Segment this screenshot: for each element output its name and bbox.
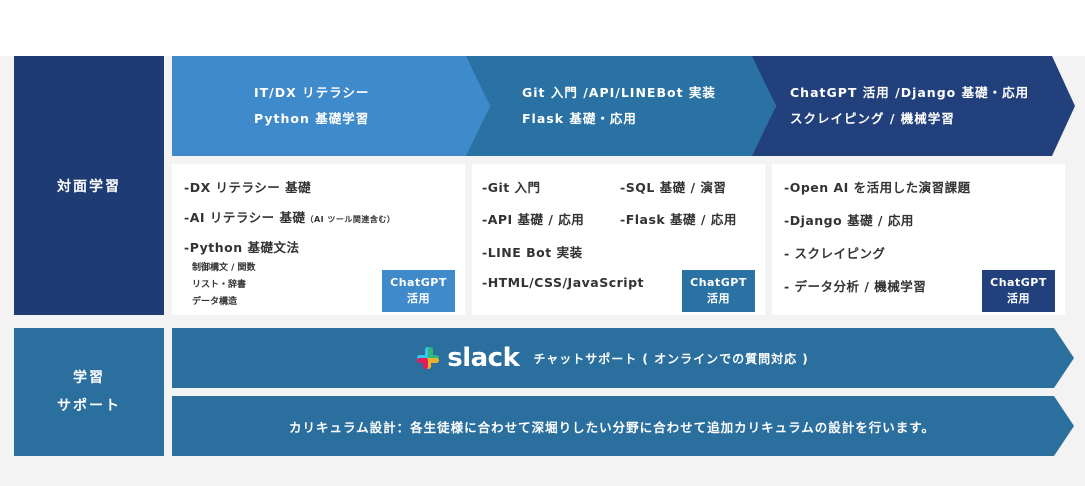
chatgpt-badge-2: ChatGPT 活用 bbox=[682, 270, 755, 312]
col2-item-api: -API 基礎 / 応用 bbox=[482, 212, 585, 227]
curriculum-banner-text: カリキュラム設計：各生徒様に合わせて深堀りしたい分野に合わせて追加カリキュラムの… bbox=[288, 419, 935, 435]
phase-2-arrow: Git 入門 /API/LINEBot 実装 Flask 基礎・応用 bbox=[466, 56, 776, 156]
slack-wordmark: slack bbox=[447, 343, 520, 373]
phase-3-card: -Open AI を活用した演習課題 -Django 基礎 / 応用 - スクレ… bbox=[772, 164, 1065, 315]
chatgpt-badge-1-line2: 活用 bbox=[407, 292, 430, 305]
col2-item-flask: -Flask 基礎 / 応用 bbox=[620, 212, 737, 227]
col3-item-openai: -Open AI を活用した演習課題 bbox=[784, 180, 971, 195]
slack-banner-text: チャットサポート ( オンラインでの質問対応 ) bbox=[533, 351, 809, 366]
col2-item-git: -Git 入門 bbox=[482, 180, 541, 195]
col1-item-python: -Python 基礎文法 bbox=[184, 240, 300, 255]
side-label-in-person-text: 対面学習 bbox=[57, 178, 121, 195]
slack-banner-content: slack チャットサポート ( オンラインでの質問対応 ) bbox=[172, 328, 1052, 388]
side-label-support-line1: 学習 bbox=[73, 370, 105, 386]
col3-item-scraping: - スクレイピング bbox=[784, 246, 886, 261]
col1-sub-data: データ構造 bbox=[192, 297, 238, 307]
col1-item-ai-literacy: -AI リテラシー 基礎（AI ツール関連含む） bbox=[184, 207, 395, 226]
chatgpt-badge-3-line1: ChatGPT bbox=[990, 276, 1047, 289]
slack-logo-icon bbox=[415, 345, 441, 371]
phase-1-line1: IT/DX リテラシー bbox=[254, 85, 370, 100]
col3-item-django: -Django 基礎 / 応用 bbox=[784, 213, 914, 228]
chatgpt-badge-3-line2: 活用 bbox=[1007, 292, 1030, 305]
col1-item-ai-literacy-text: -AI リテラシー 基礎 bbox=[184, 210, 306, 225]
side-label-support-line2: サポート bbox=[57, 398, 121, 414]
side-label-in-person: 対面学習 bbox=[14, 56, 164, 315]
chatgpt-badge-1-line1: ChatGPT bbox=[390, 276, 447, 289]
col1-sub-control: 制御構文 / 関数 bbox=[192, 263, 256, 273]
phase-2-line1: Git 入門 /API/LINEBot 実装 bbox=[522, 85, 716, 100]
col3-item-analysis: - データ分析 / 機械学習 bbox=[784, 279, 927, 294]
col2-item-web: -HTML/CSS/JavaScript bbox=[482, 275, 645, 290]
phase-3-arrow: ChatGPT 活用 /Django 基礎・応用 スクレイピング / 機械学習 bbox=[752, 56, 1075, 156]
col1-sub-list: リスト・辞書 bbox=[192, 280, 247, 290]
phase-3-line1: ChatGPT 活用 /Django 基礎・応用 bbox=[790, 85, 1030, 100]
col1-item-ai-literacy-note: （AI ツール関連含む） bbox=[305, 215, 396, 224]
side-label-support: 学習 サポート bbox=[14, 328, 164, 456]
curriculum-design-banner: カリキュラム設計：各生徒様に合わせて深堀りしたい分野に合わせて追加カリキュラムの… bbox=[172, 396, 1074, 456]
col2-item-linebot: -LINE Bot 実装 bbox=[482, 245, 583, 260]
chatgpt-badge-1: ChatGPT 活用 bbox=[382, 270, 455, 312]
top-whitespace bbox=[0, 0, 1085, 56]
slack-support-banner: slack チャットサポート ( オンラインでの質問対応 ) bbox=[172, 328, 1074, 388]
phase-2-card: -Git 入門 -SQL 基礎 / 演習 -API 基礎 / 応用 -Flask… bbox=[472, 164, 765, 315]
phase-3-line2: スクレイピング / 機械学習 bbox=[790, 111, 955, 126]
chatgpt-badge-3: ChatGPT 活用 bbox=[982, 270, 1055, 312]
col2-item-sql: -SQL 基礎 / 演習 bbox=[620, 180, 727, 195]
chatgpt-badge-2-line2: 活用 bbox=[707, 292, 730, 305]
phase-2-line2: Flask 基礎・応用 bbox=[522, 111, 637, 126]
col1-item-dx-literacy: -DX リテラシー 基礎 bbox=[184, 180, 312, 195]
chatgpt-badge-2-line1: ChatGPT bbox=[690, 276, 747, 289]
phase-1-card: -DX リテラシー 基礎 -AI リテラシー 基礎（AI ツール関連含む） -P… bbox=[172, 164, 465, 315]
phase-1-line2: Python 基礎学習 bbox=[254, 111, 370, 126]
phase-1-arrow: IT/DX リテラシー Python 基礎学習 bbox=[172, 56, 490, 156]
curriculum-banner-content: カリキュラム設計：各生徒様に合わせて深堀りしたい分野に合わせて追加カリキュラムの… bbox=[172, 396, 1052, 456]
